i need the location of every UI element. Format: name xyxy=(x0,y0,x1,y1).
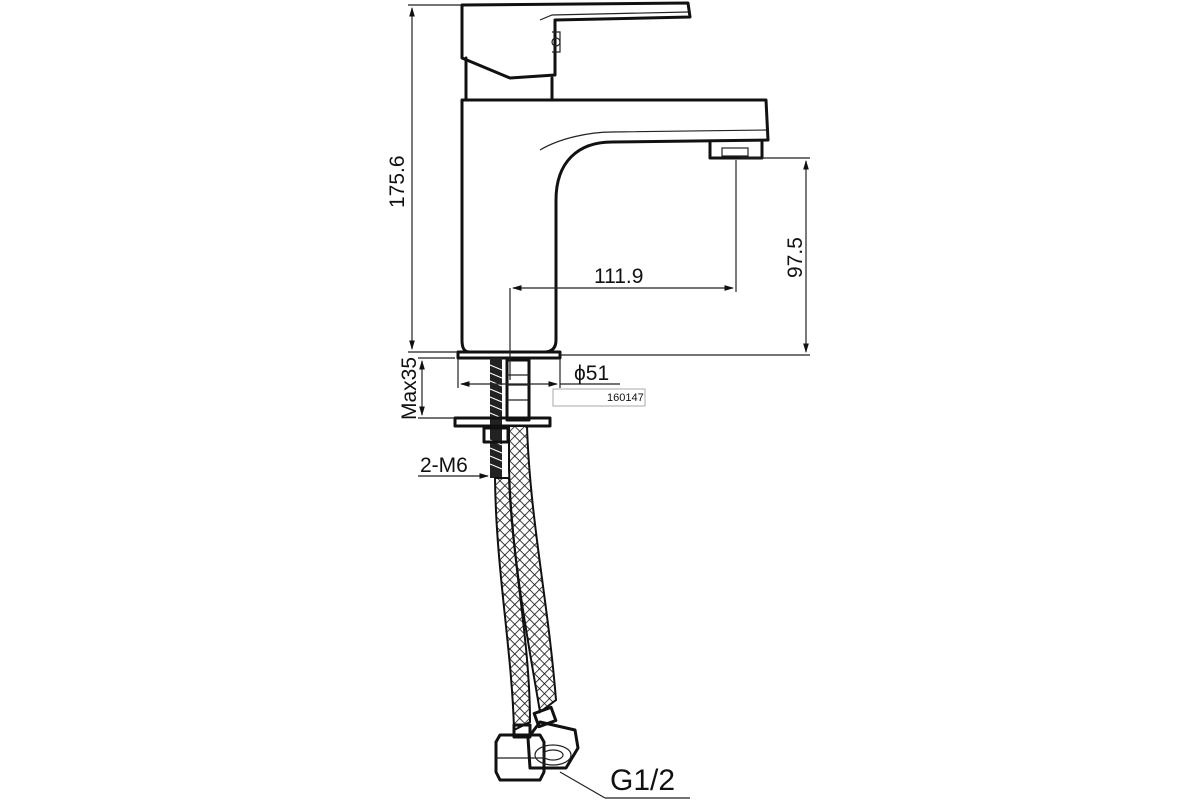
code-label: 160147 xyxy=(607,392,644,404)
base-diameter-label: ϕ51 xyxy=(574,362,609,385)
hex-nut-connections xyxy=(494,705,580,782)
spout-reach-label: 111.9 xyxy=(594,265,643,288)
max-mount-thickness-label: Max35 xyxy=(398,357,421,420)
code-label-box xyxy=(552,388,646,407)
spout-height-label: 97.5 xyxy=(784,237,807,278)
connection-label: G1/2 xyxy=(610,764,675,797)
braided-hose xyxy=(493,425,558,732)
studs-label: 2-M6 xyxy=(420,454,468,477)
total-height-label: 175.6 xyxy=(386,155,409,208)
dimension-lines xyxy=(408,4,810,799)
faucet-body xyxy=(456,1,770,360)
mounting-hardware xyxy=(453,358,552,478)
